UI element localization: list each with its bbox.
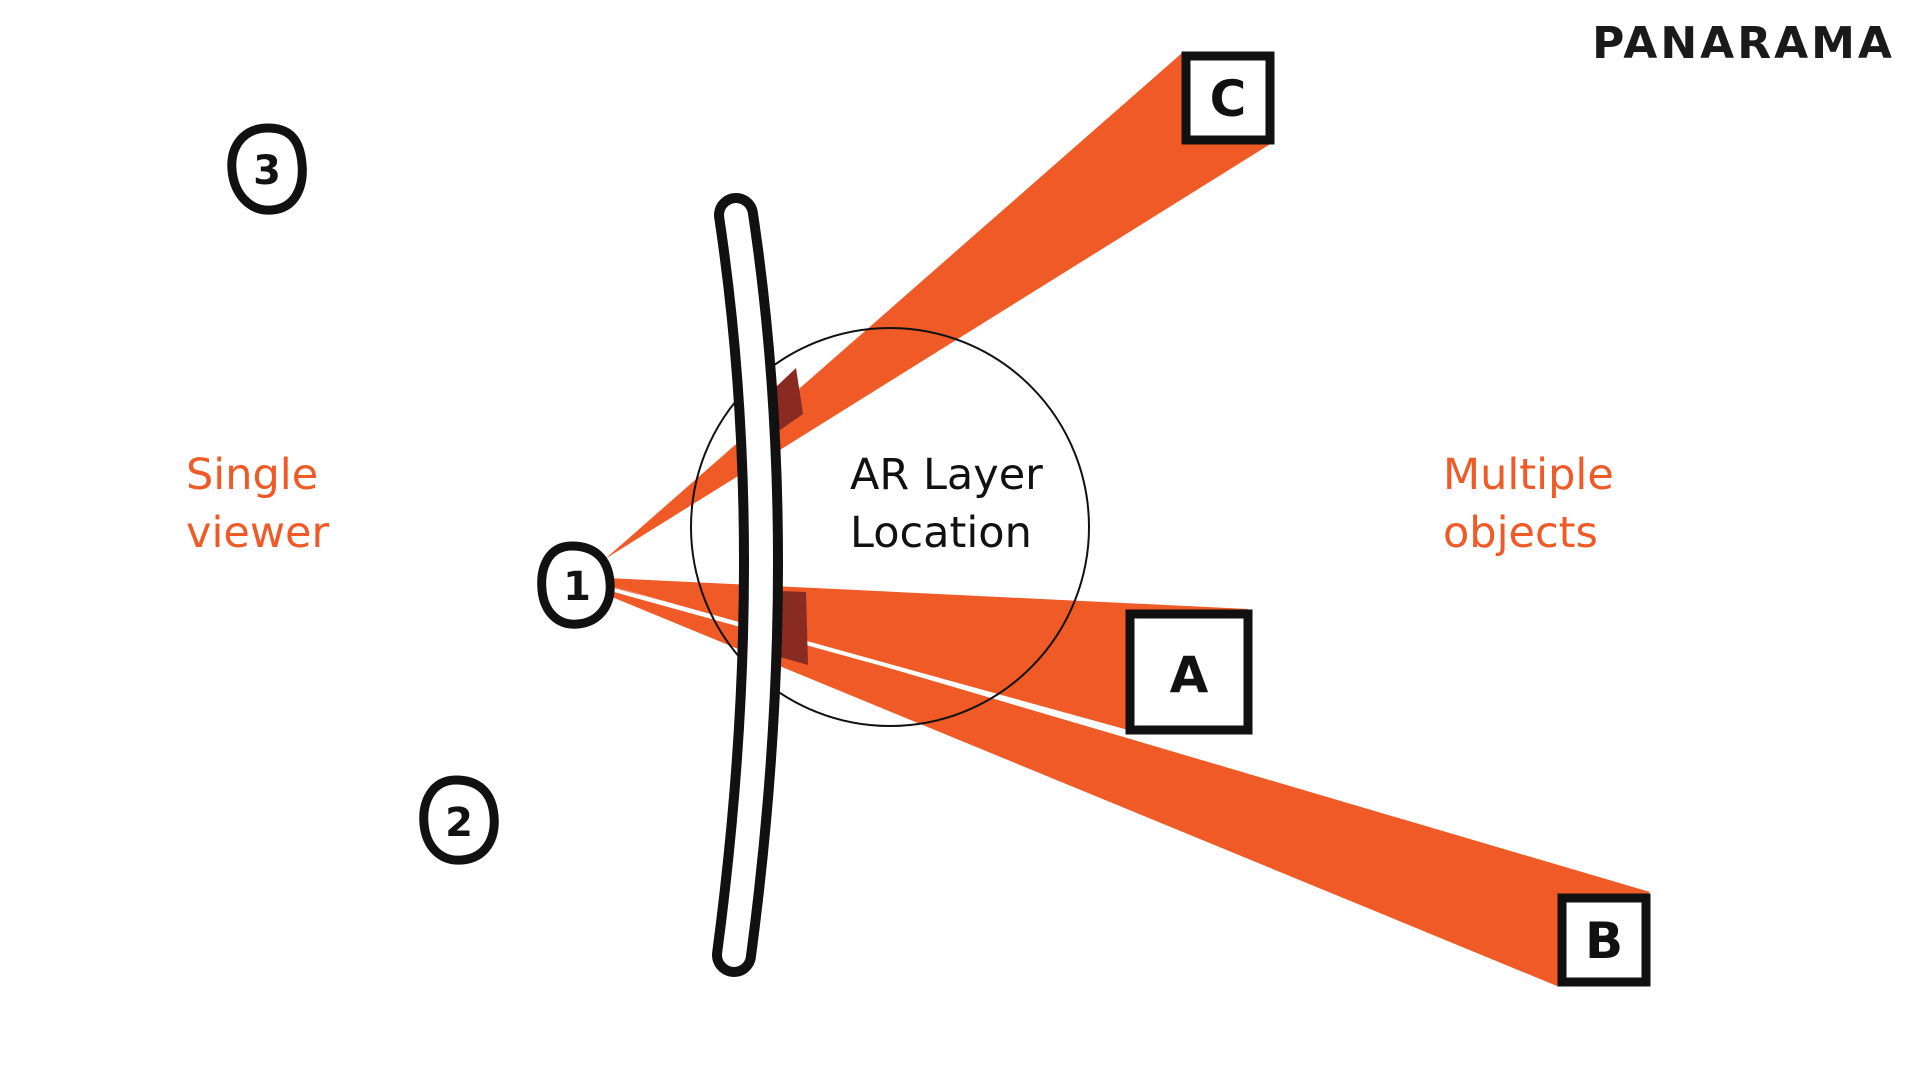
ar-layer-location-label: AR Layer Location bbox=[850, 446, 1043, 562]
ar-layer-circle bbox=[690, 327, 1090, 727]
viewer-label-1: 1 bbox=[563, 564, 591, 610]
viewer-marker-3: 3 bbox=[227, 123, 307, 215]
viewer-label-3: 3 bbox=[253, 148, 281, 194]
ar-layer-label-line-2: Location bbox=[850, 508, 1032, 558]
ar-layer-label-line-1: AR Layer bbox=[850, 450, 1043, 500]
viewer-marker-1: 1 bbox=[537, 541, 615, 629]
object-label-a: A bbox=[1170, 646, 1209, 704]
single-viewer-label-line-1: Single bbox=[186, 450, 319, 500]
beam-divider bbox=[606, 586, 1129, 734]
object-box-b: B bbox=[1557, 893, 1651, 987]
object-label-b: B bbox=[1585, 912, 1623, 970]
ar-lens-inner bbox=[722, 203, 773, 967]
object-label-c: C bbox=[1210, 70, 1247, 128]
single-viewer-label-line-2: viewer bbox=[186, 508, 330, 558]
brand-logo: PANARAMA bbox=[1592, 18, 1895, 69]
multiple-objects-label-line-1: Multiple bbox=[1443, 450, 1614, 500]
multiple-objects-label: Multiple objects bbox=[1443, 446, 1614, 562]
object-box-a: A bbox=[1125, 609, 1253, 735]
beam-to-b bbox=[607, 585, 1650, 986]
object-box-c: C bbox=[1181, 51, 1275, 145]
viewer-marker-2: 2 bbox=[419, 775, 499, 865]
multiple-objects-label-line-2: objects bbox=[1443, 508, 1598, 558]
viewer-label-2: 2 bbox=[445, 800, 473, 846]
single-viewer-label: Single viewer bbox=[186, 446, 329, 562]
